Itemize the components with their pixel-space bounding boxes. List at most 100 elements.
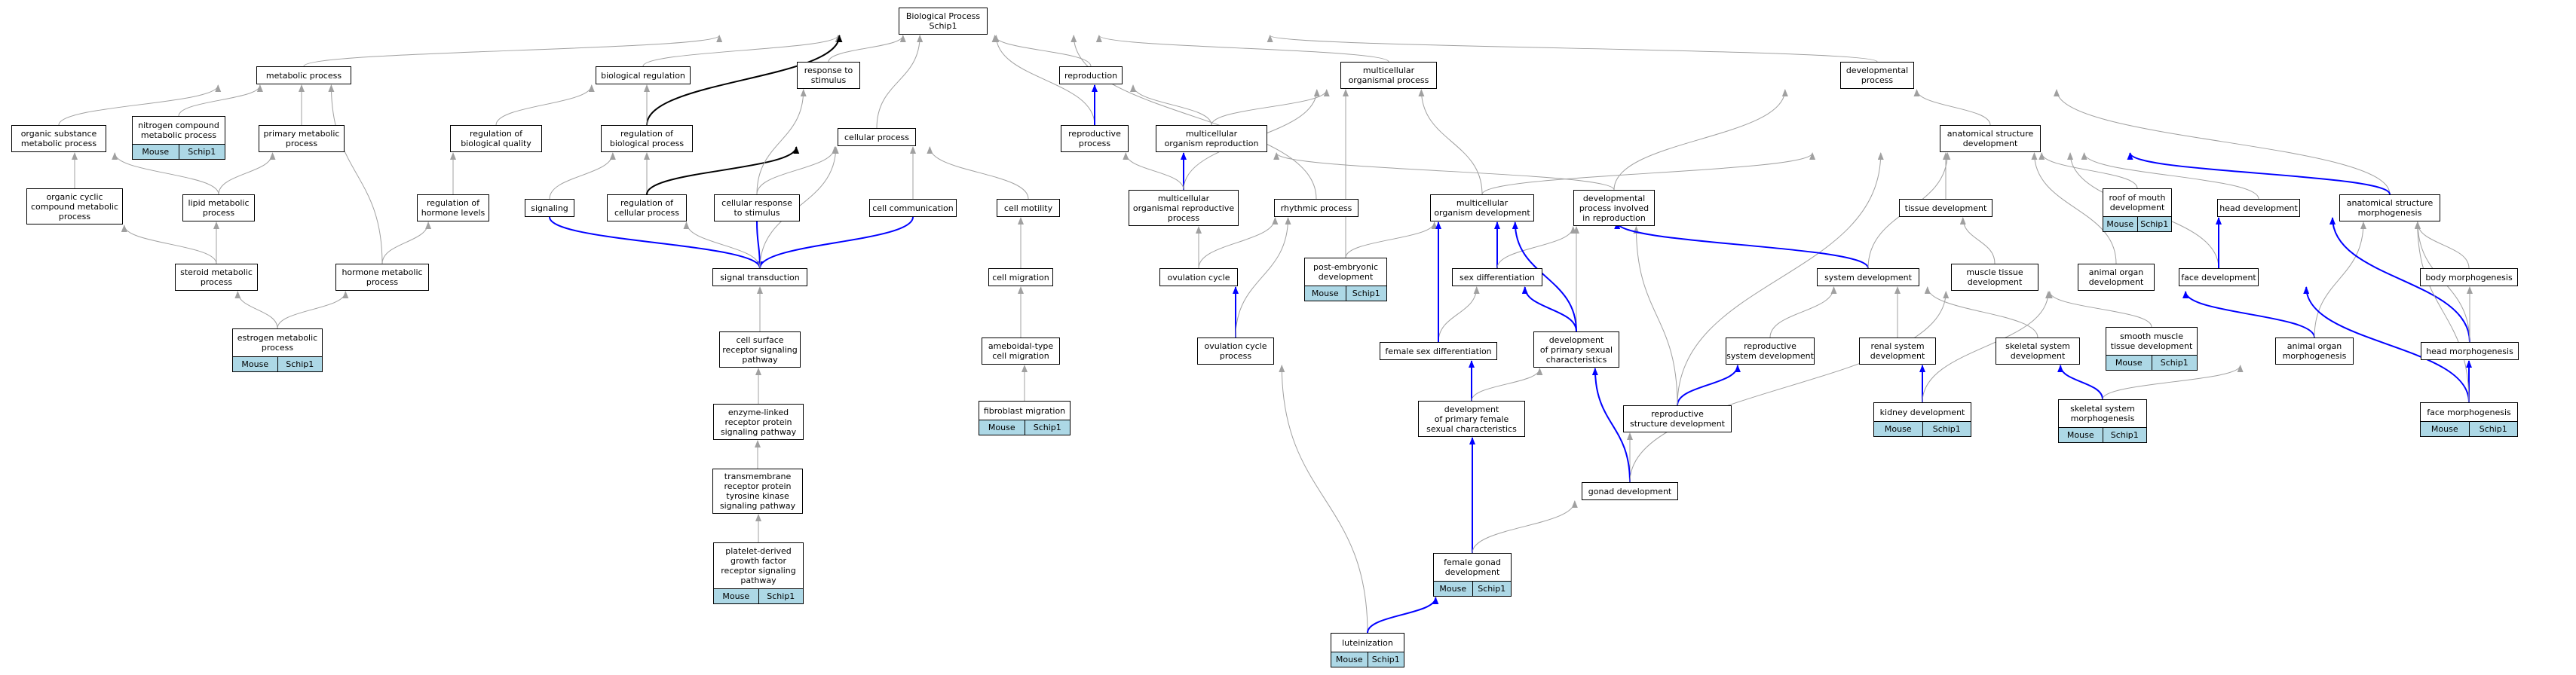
edge-is-a [328, 84, 383, 264]
term-label-line: tyrosine kinase [726, 491, 789, 501]
term-label-line: morphogenesis [2070, 414, 2135, 423]
term-node-sexdiff[interactable]: sex differentiation [1452, 268, 1542, 286]
edge-is-a [2314, 221, 2366, 338]
term-label: cell communication [870, 200, 956, 216]
edge-is-a [2102, 365, 2244, 400]
edge-part-of [1521, 286, 1577, 332]
term-node-facedev[interactable]: face development [2179, 268, 2259, 286]
term-node-bioreg[interactable]: biological regulation [596, 66, 691, 84]
term-label: cellular process [838, 129, 915, 145]
term-node-sigtrans[interactable]: signal transduction [712, 268, 807, 286]
annotation-organism: Mouse [2115, 358, 2143, 368]
term-label: fibroblast migration [979, 402, 1070, 420]
term-node-metab[interactable]: metabolic process [256, 66, 351, 84]
term-label: gonad development [1582, 483, 1677, 499]
term-node-headmorph[interactable]: head morphogenesis [2421, 342, 2519, 360]
term-node-cellp[interactable]: cellular process [838, 128, 916, 146]
term-label: female sex differentiation [1380, 343, 1496, 359]
term-label-line: ameboidal-type [988, 341, 1054, 351]
term-node-headdev[interactable]: head development [2217, 199, 2300, 217]
term-label-line: kidney development [1879, 407, 1965, 417]
term-label-line: regulation of [470, 129, 522, 139]
term-node-gonad[interactable]: gonad development [1582, 482, 1678, 500]
term-label-line: development [1967, 277, 2023, 287]
term-label: head morphogenesis [2421, 343, 2518, 359]
term-label-line: cellular response [721, 198, 792, 208]
edge-is-a [178, 84, 263, 117]
term-label-line: face development [2181, 272, 2256, 283]
term-node-repro[interactable]: reproduction [1059, 66, 1123, 84]
term-node-bodymorph[interactable]: body morphogenesis [2420, 268, 2518, 286]
term-label-line: reproductive [1651, 409, 1704, 419]
annotation-organism: Mouse [988, 423, 1015, 432]
term-label-line: of primary sexual [1539, 344, 1613, 355]
term-node-ovcycle[interactable]: ovulation cycle [1159, 268, 1238, 286]
term-node-cellmot[interactable]: cell motility [997, 199, 1060, 217]
term-node-cellmig[interactable]: cell migration [988, 268, 1053, 286]
term-node-sysdev[interactable]: system development [1817, 268, 1919, 286]
term-label-line: development [1962, 139, 2018, 148]
term-node-signaling[interactable]: signaling [525, 199, 574, 217]
term-node-femsex[interactable]: female sex differentiation [1380, 342, 1497, 360]
edge-is-a [549, 152, 616, 200]
term-node-tissue[interactable]: tissue development [1899, 199, 1992, 217]
edge-is-a [1633, 226, 1678, 406]
term-node-cellcomm[interactable]: cell communication [869, 199, 957, 217]
term-node-rhythm[interactable]: rhythmic process [1274, 199, 1358, 217]
